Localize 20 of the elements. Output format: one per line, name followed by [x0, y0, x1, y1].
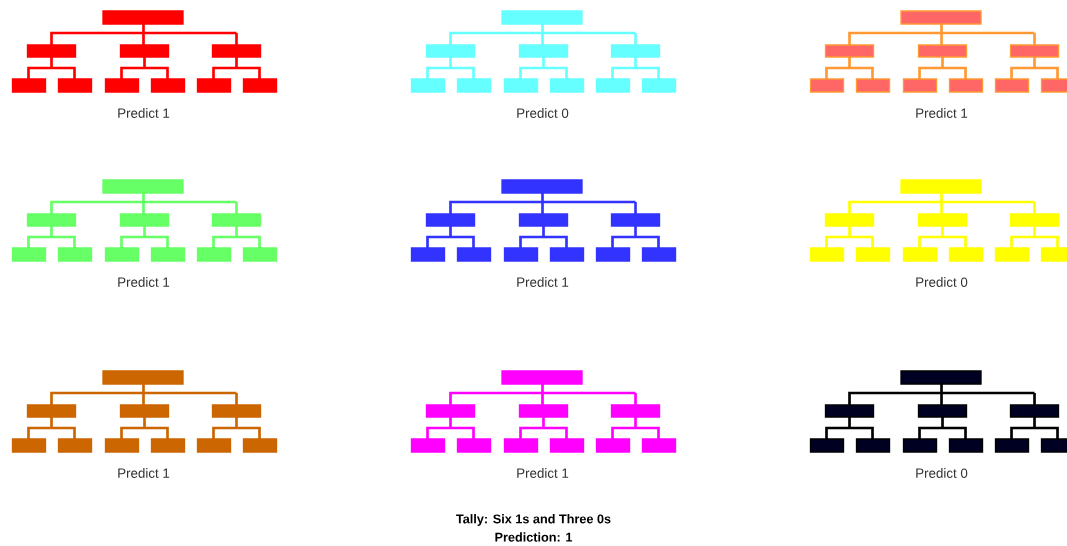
prediction-label: Predict 1 [118, 108, 170, 118]
tree-drawing [11, 179, 278, 262]
tree-drawing [410, 10, 677, 93]
tree-drawing [809, 370, 1067, 453]
prediction-label: Predict 1 [118, 468, 170, 478]
tree-drawing [410, 370, 677, 453]
prediction-label: Predict 1 [517, 277, 569, 287]
tree-drawing [11, 370, 278, 453]
tree-drawing [809, 10, 1067, 93]
prediction-label: Predict 0 [916, 468, 968, 478]
prediction-label: Predict 1 [118, 277, 170, 287]
tree-drawing [809, 179, 1067, 262]
tree-drawing [410, 179, 677, 262]
prediction-label: Predict 1 [517, 468, 569, 478]
tree-drawing [11, 10, 278, 93]
prediction-label: Predict 0 [517, 108, 569, 118]
summary-text: Prediction: 1 [495, 532, 573, 542]
prediction-label: Predict 0 [916, 277, 968, 287]
prediction-label: Predict 1 [916, 108, 968, 118]
summary-text: Tally: Six 1s and Three 0s [456, 514, 611, 526]
